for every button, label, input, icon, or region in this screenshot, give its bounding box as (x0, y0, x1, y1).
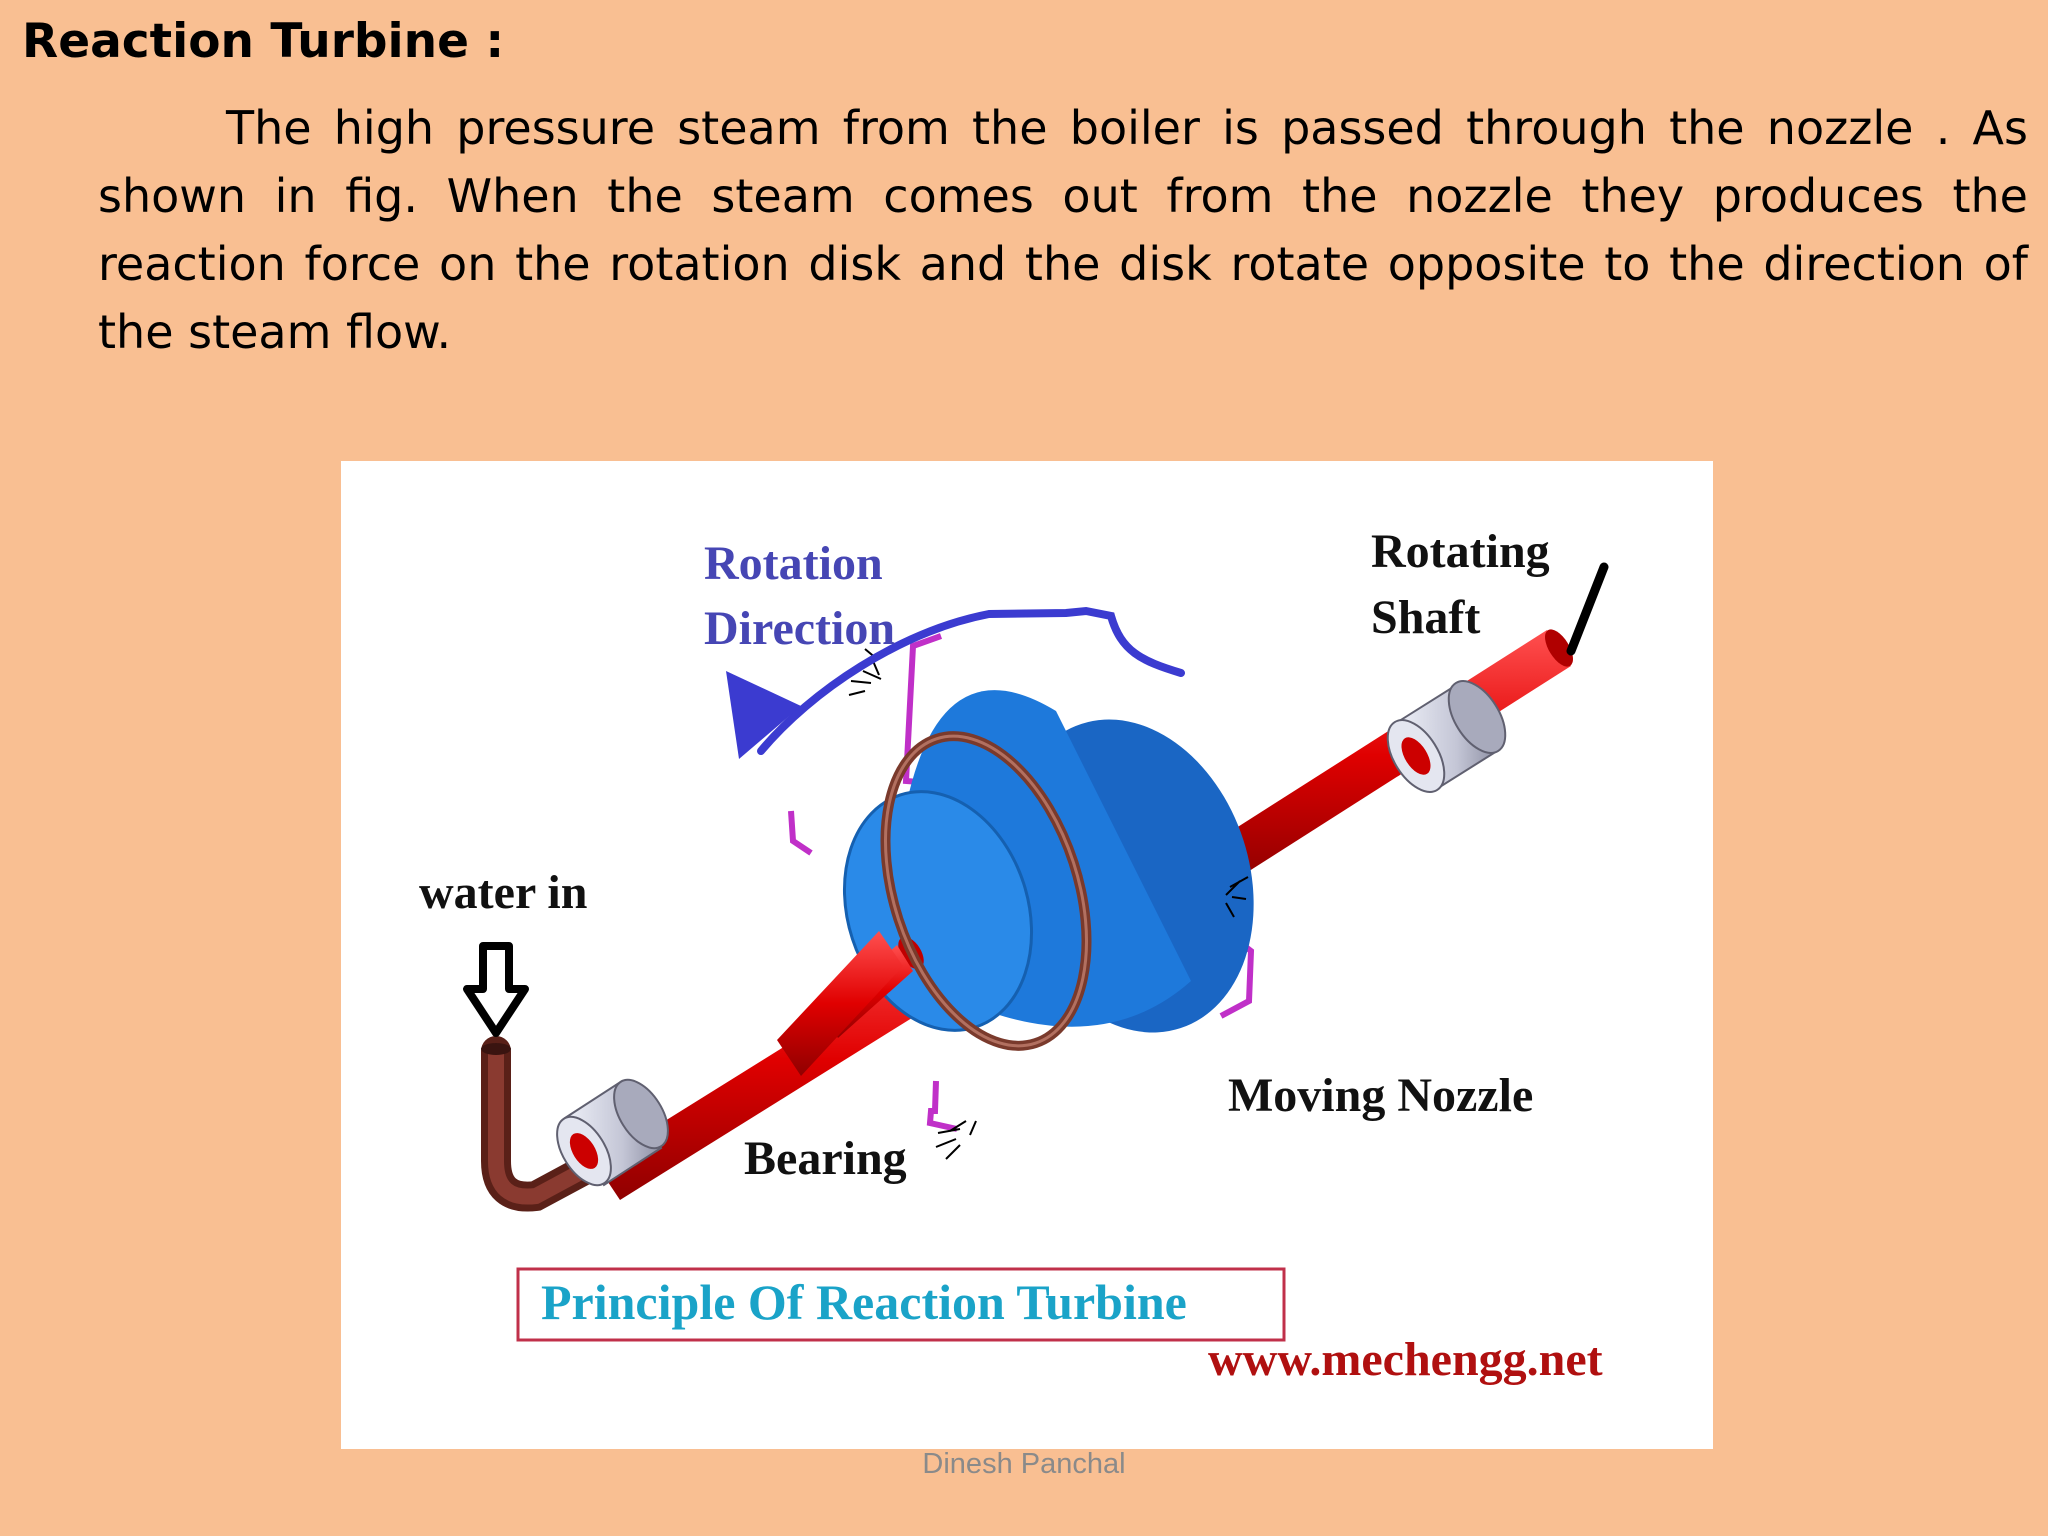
turbine-disk (777, 690, 1254, 1076)
slide-footer: Dinesh Panchal (922, 1448, 1126, 1480)
turbine-figure: Principle Of Reaction Turbine Rotation D… (341, 461, 1713, 1449)
inlet-pipe (481, 1036, 616, 1212)
steam-jet-icon (848, 648, 1249, 1160)
website-watermark: www.mechengg.net (1208, 1333, 1603, 1386)
water-in-arrow-icon (463, 942, 529, 1037)
bearing-upper (1386, 680, 1507, 793)
label-bearing: Bearing (744, 1132, 907, 1185)
label-water-in: water in (419, 866, 587, 919)
slide-paragraph: The high pressure steam from the boiler … (98, 101, 2028, 359)
caption-box (516, 1267, 1286, 1342)
turbine-diagram: Principle Of Reaction Turbine Rotation D… (419, 525, 1609, 1386)
figure-caption: Principle Of Reaction Turbine (541, 1274, 1187, 1330)
label-rotation: Rotation (704, 537, 883, 590)
rotation-arrow-icon (726, 606, 1185, 759)
label-shaft: Shaft (1371, 591, 1480, 644)
label-rotating: Rotating (1371, 525, 1550, 578)
slide-title: Reaction Turbine : (22, 14, 505, 69)
bearing-lower (556, 1078, 669, 1187)
label-direction: Direction (704, 602, 895, 655)
label-moving-nozzle: Moving Nozzle (1228, 1069, 1533, 1122)
